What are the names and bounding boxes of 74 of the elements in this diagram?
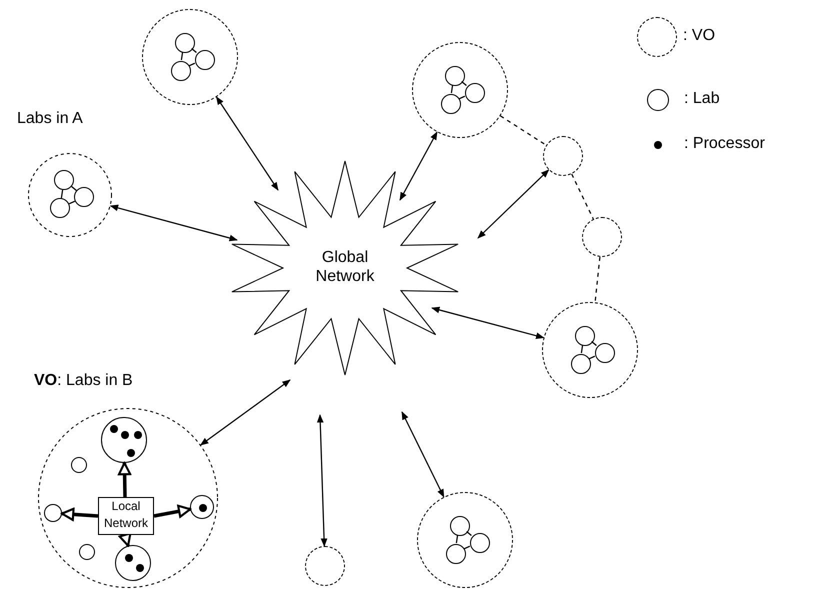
- link-line: [68, 200, 76, 204]
- legend-label: : VO: [683, 27, 716, 45]
- arrow: [118, 532, 132, 547]
- dashed-line: [594, 256, 600, 302]
- lab-circle: [195, 50, 215, 70]
- group-circle: [17, 110, 113, 237]
- lab-circle: [445, 66, 465, 86]
- lab-circle: [171, 61, 191, 81]
- network-label: Global Network: [314, 248, 376, 286]
- lab-circle: [441, 94, 461, 114]
- processor-dot: [127, 449, 135, 457]
- lab-circle: [74, 187, 94, 207]
- arrow: [316, 414, 328, 547]
- arrow: [216, 96, 278, 191]
- processor-dot: [110, 425, 118, 433]
- lab-circle: [71, 457, 87, 473]
- link-line: [188, 62, 196, 66]
- link-line: [60, 190, 64, 198]
- processor-dot: [121, 431, 129, 439]
- arrow: [118, 462, 132, 498]
- lab-circle: [190, 495, 214, 519]
- lab-circle: [465, 83, 485, 103]
- processor-dot: [125, 554, 133, 562]
- link-line: [191, 48, 197, 53]
- link-line: [466, 531, 472, 536]
- group-heading: VO: Labs in B: [34, 372, 133, 390]
- dashed-circle: [542, 302, 638, 398]
- arrow: [399, 131, 438, 201]
- link-line: [591, 341, 597, 346]
- processor-dot: [199, 504, 207, 512]
- link-line: [458, 96, 466, 100]
- legend-label: : Lab: [684, 90, 720, 108]
- lab-circle: [54, 170, 74, 190]
- lab-circle: [571, 354, 591, 374]
- arrow: [110, 204, 238, 242]
- dashed-circle: [417, 492, 513, 588]
- dashed-circle: [543, 136, 583, 176]
- lab-circle: [50, 198, 70, 218]
- dashed-circle: [582, 217, 622, 257]
- link-line: [461, 81, 467, 86]
- link-line: [456, 534, 458, 544]
- arrow: [431, 306, 544, 339]
- link-line: [71, 186, 77, 191]
- link-line: [180, 52, 184, 60]
- arrow: [401, 411, 444, 498]
- arrow: [200, 380, 291, 446]
- link-line: [588, 356, 596, 360]
- lab-circle: [575, 326, 595, 346]
- lab-circle: [470, 533, 490, 553]
- dashed-line: [500, 115, 547, 146]
- lab-circle: [595, 343, 615, 363]
- link-line: [450, 84, 454, 94]
- link-line: [580, 344, 584, 354]
- dashed-circle: [142, 9, 238, 105]
- dashed-circle: [412, 42, 508, 138]
- lab-circle: [79, 544, 95, 560]
- dashed-line: [571, 174, 594, 220]
- processor-dot: [134, 431, 142, 439]
- lab-circle: [115, 545, 151, 581]
- link-line: [464, 546, 470, 550]
- group-circle: [34, 372, 220, 590]
- dashed-circle: [305, 546, 345, 586]
- group-heading: Labs in A: [17, 110, 83, 128]
- legend-label: : Processor: [684, 135, 765, 153]
- network-label: Local Network: [98, 497, 154, 535]
- lab-circle: [101, 417, 147, 463]
- arrow: [60, 508, 98, 521]
- lab-circle: [175, 33, 195, 53]
- arrow: [154, 504, 192, 518]
- lab-circle: [446, 544, 466, 564]
- arrow: [477, 169, 550, 239]
- lab-circle: [450, 516, 470, 536]
- processor-dot: [136, 564, 144, 572]
- lab-circle: [44, 504, 62, 522]
